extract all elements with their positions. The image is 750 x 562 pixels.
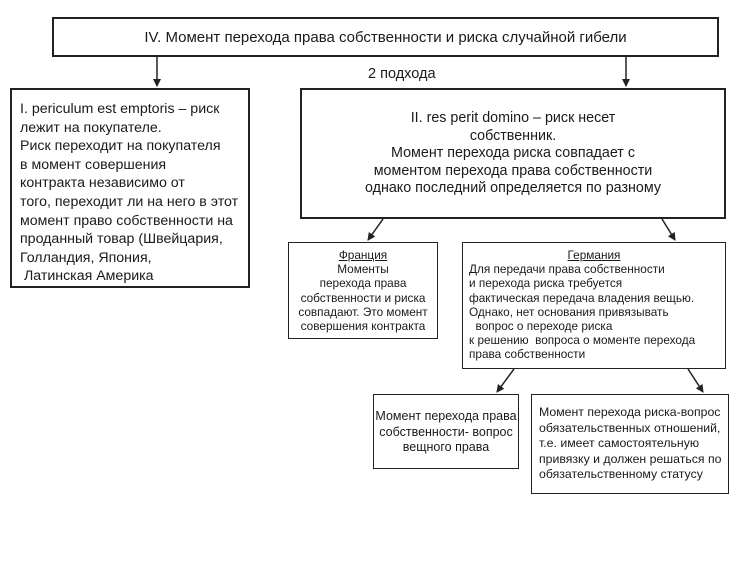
- germany-heading: Германия: [567, 248, 621, 262]
- france-heading: Франция: [338, 248, 388, 262]
- risk-obligation-result-line: Момент перехода риска-вопрос: [539, 405, 721, 419]
- risk-obligation-result-line: привязку и должен решаться по: [539, 451, 722, 466]
- title-box: IV. Момент перехода права собственности …: [52, 17, 719, 57]
- germany-line: Однако, нет основания привязывать: [469, 304, 669, 319]
- germany-line: Для передачи права собственности: [469, 262, 665, 277]
- buyer-risk-box: I. periculum est emptoris – риск лежит н…: [10, 88, 250, 288]
- germany-line: к решению вопроса о моменте перехода: [469, 333, 696, 348]
- arrow-right-to-france: [367, 218, 384, 241]
- owner-risk-line: моментом перехода права собственности: [373, 162, 653, 179]
- buyer-risk-line: в момент совершения: [20, 156, 167, 173]
- buyer-risk-line: Голландия, Япония,: [20, 249, 152, 266]
- risk-obligation-result-line: т.е. имеет самостоятельную: [539, 436, 700, 451]
- france-line: совершения контракта: [300, 319, 426, 334]
- buyer-risk-line: лежит на покупателе.: [20, 119, 162, 136]
- owner-risk-line: однако последний определяется по разному: [364, 180, 662, 197]
- owner-risk-line: II. res perit domino – риск несет: [410, 110, 616, 126]
- risk-obligation-result-box: Момент перехода риска-вопрос обязательст…: [531, 394, 729, 494]
- buyer-risk-line: проданный товар (Швейцария,: [20, 231, 223, 248]
- approaches-label: 2 подхода: [368, 66, 436, 82]
- arrow-germany-to-result-a: [496, 368, 515, 393]
- arrow-germany-to-result-b: [687, 368, 704, 393]
- buyer-risk-line: Риск переходит на покупателя: [20, 138, 221, 155]
- property-right-result-line: вещного права: [402, 440, 490, 454]
- france-line: собственности и риска: [300, 290, 426, 305]
- arrow-right-to-germany: [661, 218, 676, 241]
- property-right-result-box: Момент перехода права собственности- воп…: [373, 394, 519, 469]
- germany-line: и перехода риска требуется: [469, 276, 623, 291]
- germany-box: Германия Для передачи права собственност…: [462, 242, 726, 369]
- france-line: Моменты: [337, 262, 389, 277]
- owner-risk-line: Момент перехода риска совпадает с: [391, 145, 635, 162]
- buyer-risk-line: I. periculum est emptoris – риск: [20, 101, 220, 117]
- title-text: IV. Момент перехода права собственности …: [144, 28, 627, 46]
- germany-line: права собственности: [469, 347, 586, 362]
- buyer-risk-line: того, переходит ли на него в этот: [20, 193, 239, 210]
- buyer-risk-line: момент право собственности на: [20, 212, 233, 229]
- owner-risk-line: собственник.: [469, 127, 557, 144]
- property-right-result-line: собственности- вопрос: [379, 424, 513, 439]
- france-line: перехода права: [319, 276, 407, 291]
- owner-risk-box: II. res perit domino – риск несет собств…: [300, 88, 726, 219]
- germany-line: фактическая передача владения вещью.: [469, 290, 695, 305]
- property-right-result-line: Момент перехода права: [375, 409, 517, 423]
- risk-obligation-result-line: обязательственных отношений,: [539, 420, 721, 435]
- france-line: совпадают. Это момент: [298, 304, 428, 319]
- germany-line: вопрос о переходе риска: [469, 319, 613, 334]
- buyer-risk-line: контракта независимо от: [20, 175, 185, 192]
- france-box: Франция Моменты перехода права собственн…: [288, 242, 438, 339]
- risk-obligation-result-line: обязательственному статусу: [539, 467, 703, 482]
- buyer-risk-line: Латинская Америка: [20, 268, 154, 285]
